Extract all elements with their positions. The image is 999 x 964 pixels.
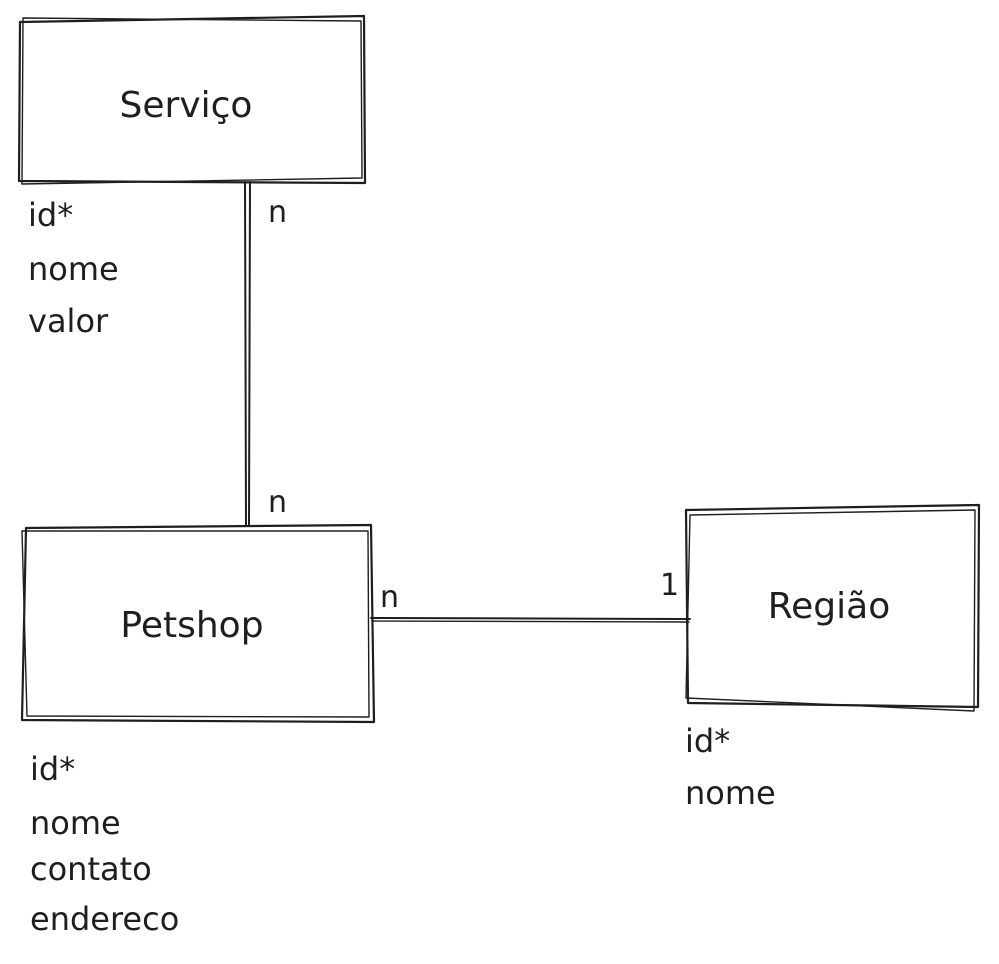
attribute: id* xyxy=(685,722,730,760)
entity-servico-title: Serviço xyxy=(120,85,253,126)
attribute: nome xyxy=(685,774,776,812)
attribute: nome xyxy=(30,804,121,842)
relationship-line xyxy=(370,617,691,620)
attribute: contato xyxy=(30,850,152,888)
cardinality-regiao-side: 1 xyxy=(660,568,679,603)
entity-petshop-box xyxy=(20,523,376,724)
attribute: id* xyxy=(28,196,73,234)
relationship-servico-petshop[interactable]: n n xyxy=(244,181,287,526)
attribute: id* xyxy=(30,750,75,788)
relationship-petshop-regiao[interactable]: n 1 xyxy=(370,568,691,623)
entity-servico-box xyxy=(17,14,367,185)
entity-regiao-attributes: id* nome xyxy=(685,722,776,812)
entity-petshop-box-sketch xyxy=(21,530,370,718)
entity-petshop-title: Petshop xyxy=(120,605,263,646)
entity-regiao-title: Região xyxy=(768,586,890,627)
relationship-line-sketch xyxy=(248,181,251,526)
entity-petshop[interactable]: Petshop xyxy=(20,523,376,724)
cardinality-servico-side: n xyxy=(268,195,287,230)
entity-regiao[interactable]: Região xyxy=(684,503,981,712)
relationship-line xyxy=(244,181,247,526)
cardinality-petshop-side: n xyxy=(380,580,399,615)
entity-servico[interactable]: Serviço xyxy=(17,14,367,185)
entity-servico-attributes: id* nome valor xyxy=(28,196,119,340)
attribute: nome xyxy=(28,250,119,288)
relationship-line-sketch xyxy=(371,620,690,623)
attribute: endereco xyxy=(30,900,179,938)
entity-servico-box-sketch xyxy=(21,17,363,185)
entity-petshop-attributes: id* nome contato endereco xyxy=(30,750,179,938)
entity-regiao-box-sketch xyxy=(685,509,976,712)
cardinality-petshop-side: n xyxy=(268,485,287,520)
attribute: valor xyxy=(28,302,109,340)
